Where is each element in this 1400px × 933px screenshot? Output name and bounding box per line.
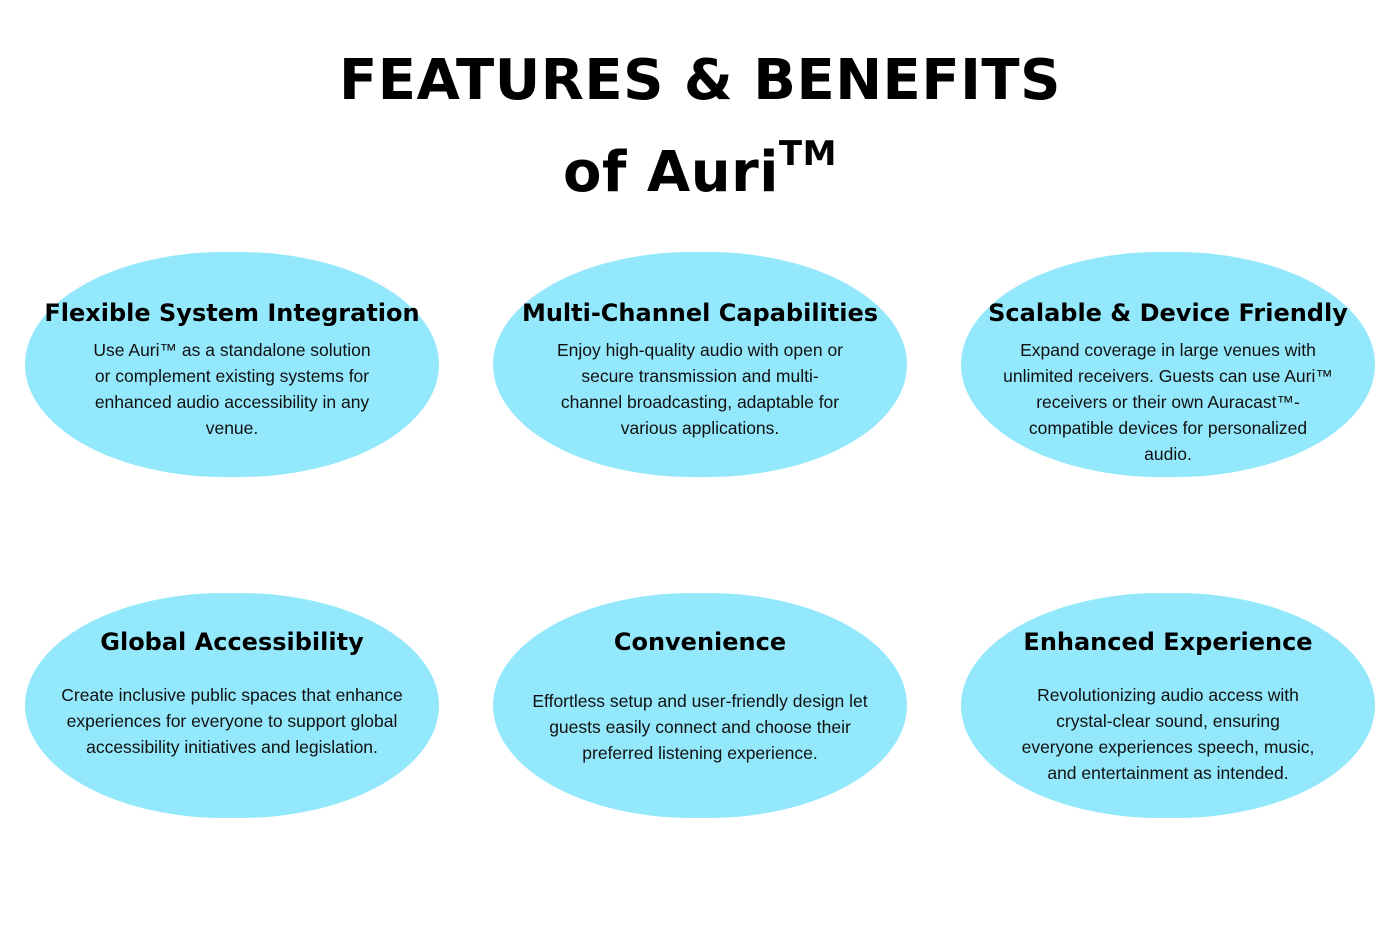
feature-description: Use Auri™ as a standalone solution or co… (93, 340, 371, 438)
feature-description: Revolutionizing audio access with crysta… (1021, 685, 1315, 783)
feature-description: Create inclusive public spaces that enha… (61, 685, 403, 757)
feature-title: Flexible System Integration (44, 299, 420, 327)
page-subtitle: of AuriTM (0, 137, 1400, 208)
feature-title: Scalable & Device Friendly (988, 299, 1348, 327)
feature-description: Effortless setup and user-friendly desig… (532, 691, 868, 763)
feature-card-convenience: Convenience Effortless setup and user-fr… (493, 593, 907, 818)
feature-card-scalable-device-friendly: Scalable & Device Friendly Expand covera… (961, 252, 1375, 477)
feature-title: Convenience (613, 628, 787, 656)
feature-card-multi-channel-capabilities: Multi-Channel Capabilities Enjoy high-qu… (493, 252, 907, 477)
page-title: FEATURES & BENEFITS (339, 48, 1061, 113)
feature-title: Multi-Channel Capabilities (521, 299, 879, 327)
feature-description: Expand coverage in large venues with unl… (1003, 340, 1333, 464)
feature-title: Global Accessibility (100, 628, 364, 656)
feature-card-enhanced-experience: Enhanced Experience Revolutionizing audi… (961, 593, 1375, 818)
feature-card-global-accessibility: Global Accessibility Create inclusive pu… (25, 593, 439, 818)
feature-card-flexible-system-integration: Flexible System Integration Use Auri™ as… (25, 252, 439, 477)
feature-description: Enjoy high-quality audio with open or se… (556, 340, 843, 438)
trademark-mark: TM (778, 134, 837, 175)
feature-title: Enhanced Experience (1023, 628, 1313, 656)
product-name: of Auri (563, 140, 779, 205)
